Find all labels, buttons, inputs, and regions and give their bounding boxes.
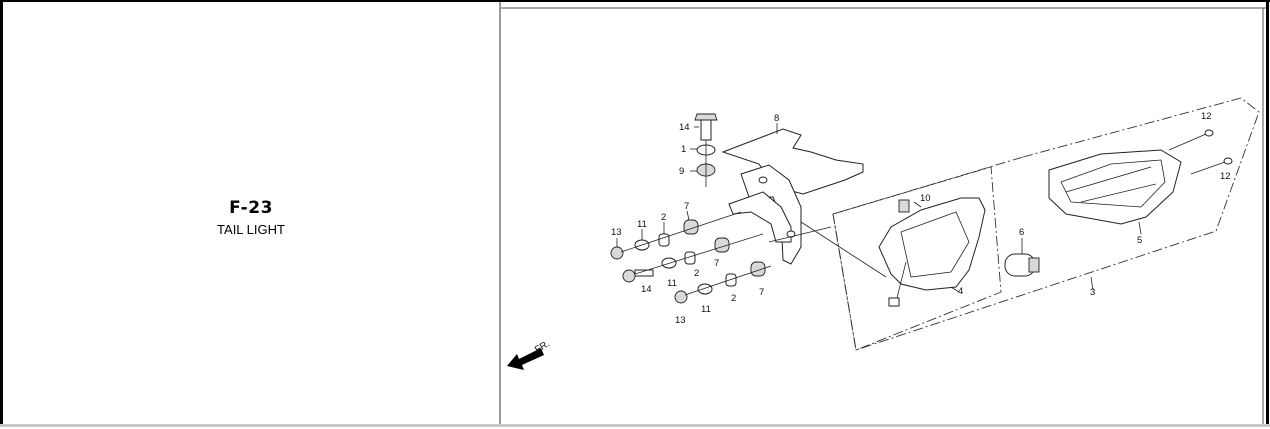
exploded-parts-diagram: FR. 14 1 9 8 7 2 11 13 7 11 2 14 7 2 11 …: [501, 2, 1266, 424]
callout-label: 7: [684, 201, 689, 212]
callout-label: 10: [920, 193, 931, 204]
diagram-canvas: FR. 14 1 9 8 7 2 11 13 7 11 2 14 7 2 11 …: [501, 7, 1266, 424]
lamp-base-4: [878, 197, 986, 291]
axis-line: [800, 221, 887, 278]
panel-divider: [499, 2, 501, 424]
screw-12-head: [1223, 157, 1233, 165]
callout-label: 13: [675, 315, 686, 326]
collar-2: [658, 233, 670, 247]
callout-label: 13: [611, 227, 622, 238]
callout-label: 2: [661, 212, 666, 223]
screw-12: [1168, 133, 1207, 151]
callout-label: 9: [679, 166, 684, 177]
bolt-14-top: [700, 119, 712, 141]
wire: [895, 261, 907, 303]
callout-label: 5: [1137, 235, 1142, 246]
callout-label: 2: [694, 268, 699, 279]
callout-label: 12: [1201, 111, 1212, 122]
screw-12: [1190, 161, 1226, 175]
grommet-7: [750, 261, 766, 277]
leader-line: [1138, 221, 1142, 235]
bolt-14-lower-shaft: [634, 269, 654, 277]
leader-line: [950, 286, 960, 293]
callout-label: 2: [731, 293, 736, 304]
leader-line: [686, 210, 690, 221]
lens-5-stripe: [1080, 183, 1157, 203]
screw-12-head: [1204, 129, 1214, 137]
section-title-panel: F-23 TAIL LIGHT: [3, 2, 499, 424]
axis-line: [684, 265, 772, 296]
axis-line: [620, 211, 742, 253]
bolt-14-head: [694, 113, 718, 121]
section-code: F-23: [229, 198, 273, 218]
leader-line: [1090, 276, 1094, 291]
nut-13: [674, 290, 688, 304]
frame-right-edge: [1266, 0, 1269, 427]
bracket-8-lower: [728, 191, 792, 243]
front-direction-arrow: [507, 348, 544, 370]
assembly-outline-3: [832, 97, 1260, 351]
callout-label: 8: [774, 113, 779, 124]
lens-5-ridge: [1060, 159, 1166, 208]
connector: [888, 297, 900, 307]
collar-2: [725, 273, 737, 287]
callout-label: 7: [759, 287, 764, 298]
callout-label: 11: [701, 304, 711, 315]
frame-bottom-edge: [0, 424, 1270, 427]
lens-5: [1048, 149, 1182, 225]
clip-10: [898, 199, 910, 213]
bracket-8: [721, 128, 864, 195]
callout-label: 11: [667, 278, 677, 289]
callout-label: 1: [681, 144, 686, 155]
section-name: TAIL LIGHT: [217, 222, 285, 237]
callout-label: 7: [714, 258, 719, 269]
grommet-7: [683, 219, 699, 235]
washer-11: [697, 283, 713, 295]
callout-label: 4: [958, 286, 963, 297]
bulb-6-base: [1028, 257, 1040, 273]
lens-5-stripe: [1065, 166, 1152, 193]
leader-line: [913, 201, 922, 208]
callout-label: 12: [1220, 171, 1231, 182]
lamp-base-inner: [900, 211, 970, 278]
callout-label: 11: [637, 219, 647, 230]
callout-label: 3: [1090, 287, 1095, 298]
assembly-outline-lamp: [832, 166, 1002, 351]
bolt-14-lower-head: [622, 269, 636, 283]
axis-line: [634, 233, 764, 275]
callout-label: 6: [1019, 227, 1024, 238]
callout-label: 14: [679, 122, 690, 133]
bracket-hole: [758, 176, 768, 184]
callout-label: 14: [641, 284, 652, 295]
axis-line: [768, 226, 832, 243]
nut-13: [610, 246, 624, 260]
